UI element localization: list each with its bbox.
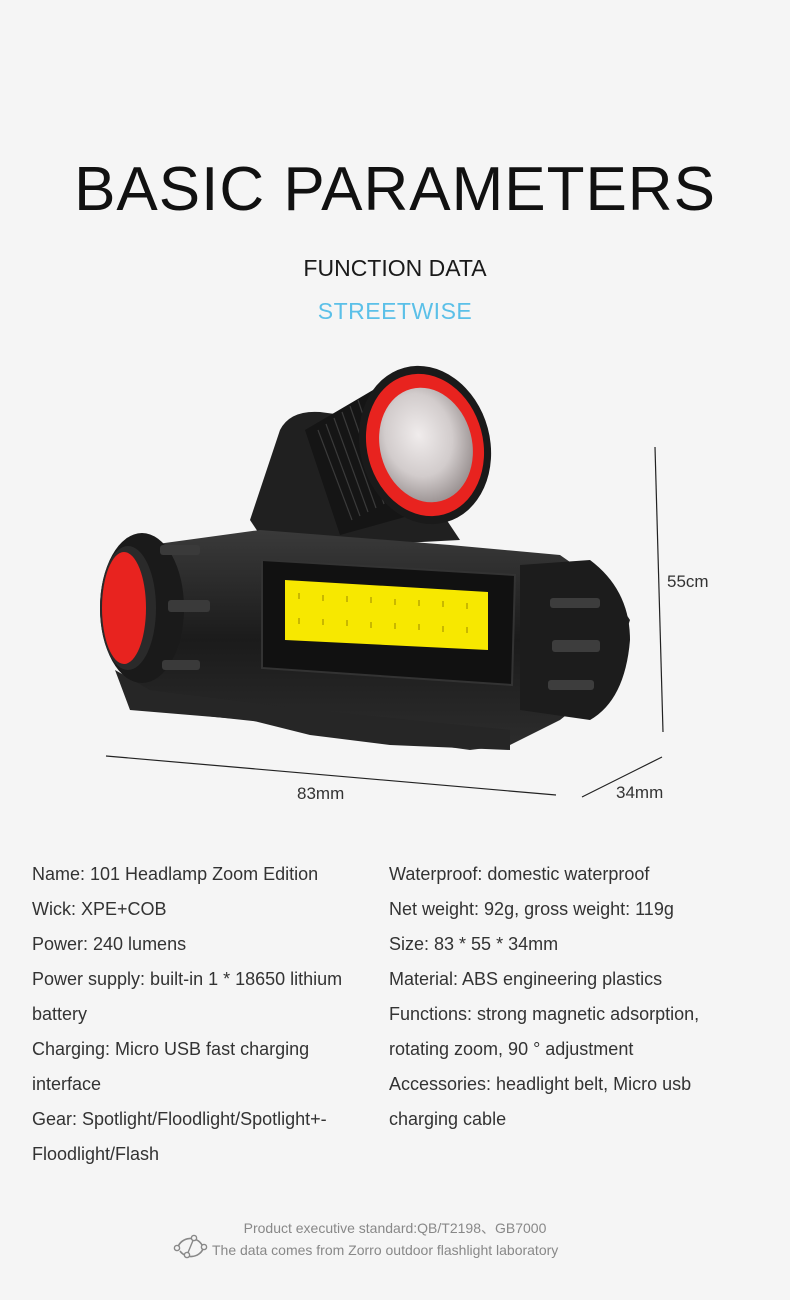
spec-accessories-cont: charging cable bbox=[389, 1109, 507, 1129]
page-title: BASIC PARAMETERS bbox=[74, 155, 716, 224]
spec-accessories: Accessories: headlight belt, Micro usb bbox=[389, 1074, 692, 1094]
brand-name: STREETWISE bbox=[317, 298, 473, 324]
spec-power-supply-cont: battery bbox=[32, 1004, 88, 1024]
spec-power: Power: 240 lumens bbox=[32, 934, 187, 954]
specs-right-column: Waterproof: domestic waterproof Net weig… bbox=[389, 857, 749, 1137]
specs-left-column: Name: 101 Headlamp Zoom Edition Wick: XP… bbox=[32, 857, 372, 1172]
spec-name: Name: 101 Headlamp Zoom Edition bbox=[32, 864, 319, 884]
spec-functions: Functions: strong magnetic adsorption, bbox=[389, 1004, 700, 1024]
spec-wick: Wick: XPE+COB bbox=[32, 899, 167, 919]
section-subtitle: FUNCTION DATA bbox=[303, 255, 487, 281]
spec-charging-cont: interface bbox=[32, 1074, 102, 1094]
footer-standard: Product executive standard:QB/T2198、GB70… bbox=[243, 1220, 547, 1236]
spec-gear-cont: Floodlight/Flash bbox=[32, 1144, 160, 1164]
spec-waterproof: Waterproof: domestic waterproof bbox=[389, 864, 650, 884]
spec-gear: Gear: Spotlight/Floodlight/Spotlight+- bbox=[32, 1109, 327, 1129]
spec-charging: Charging: Micro USB fast charging bbox=[32, 1039, 310, 1059]
depth-dimension-label: 34mm bbox=[616, 783, 664, 802]
headlamp-product-image bbox=[100, 365, 630, 750]
lab-network-icon bbox=[173, 1234, 208, 1259]
footer-source: The data comes from Zorro outdoor flashl… bbox=[212, 1242, 559, 1258]
spec-weight: Net weight: 92g, gross weight: 119g bbox=[389, 899, 674, 919]
spec-size: Size: 83 * 55 * 34mm bbox=[389, 934, 559, 954]
height-dimension-label: 55cm bbox=[667, 572, 709, 591]
spec-functions-cont: rotating zoom, 90 ° adjustment bbox=[389, 1039, 634, 1059]
spec-material: Material: ABS engineering plastics bbox=[389, 969, 663, 989]
length-dimension-label: 83mm bbox=[297, 784, 345, 803]
spec-power-supply: Power supply: built-in 1 * 18650 lithium bbox=[32, 969, 343, 989]
